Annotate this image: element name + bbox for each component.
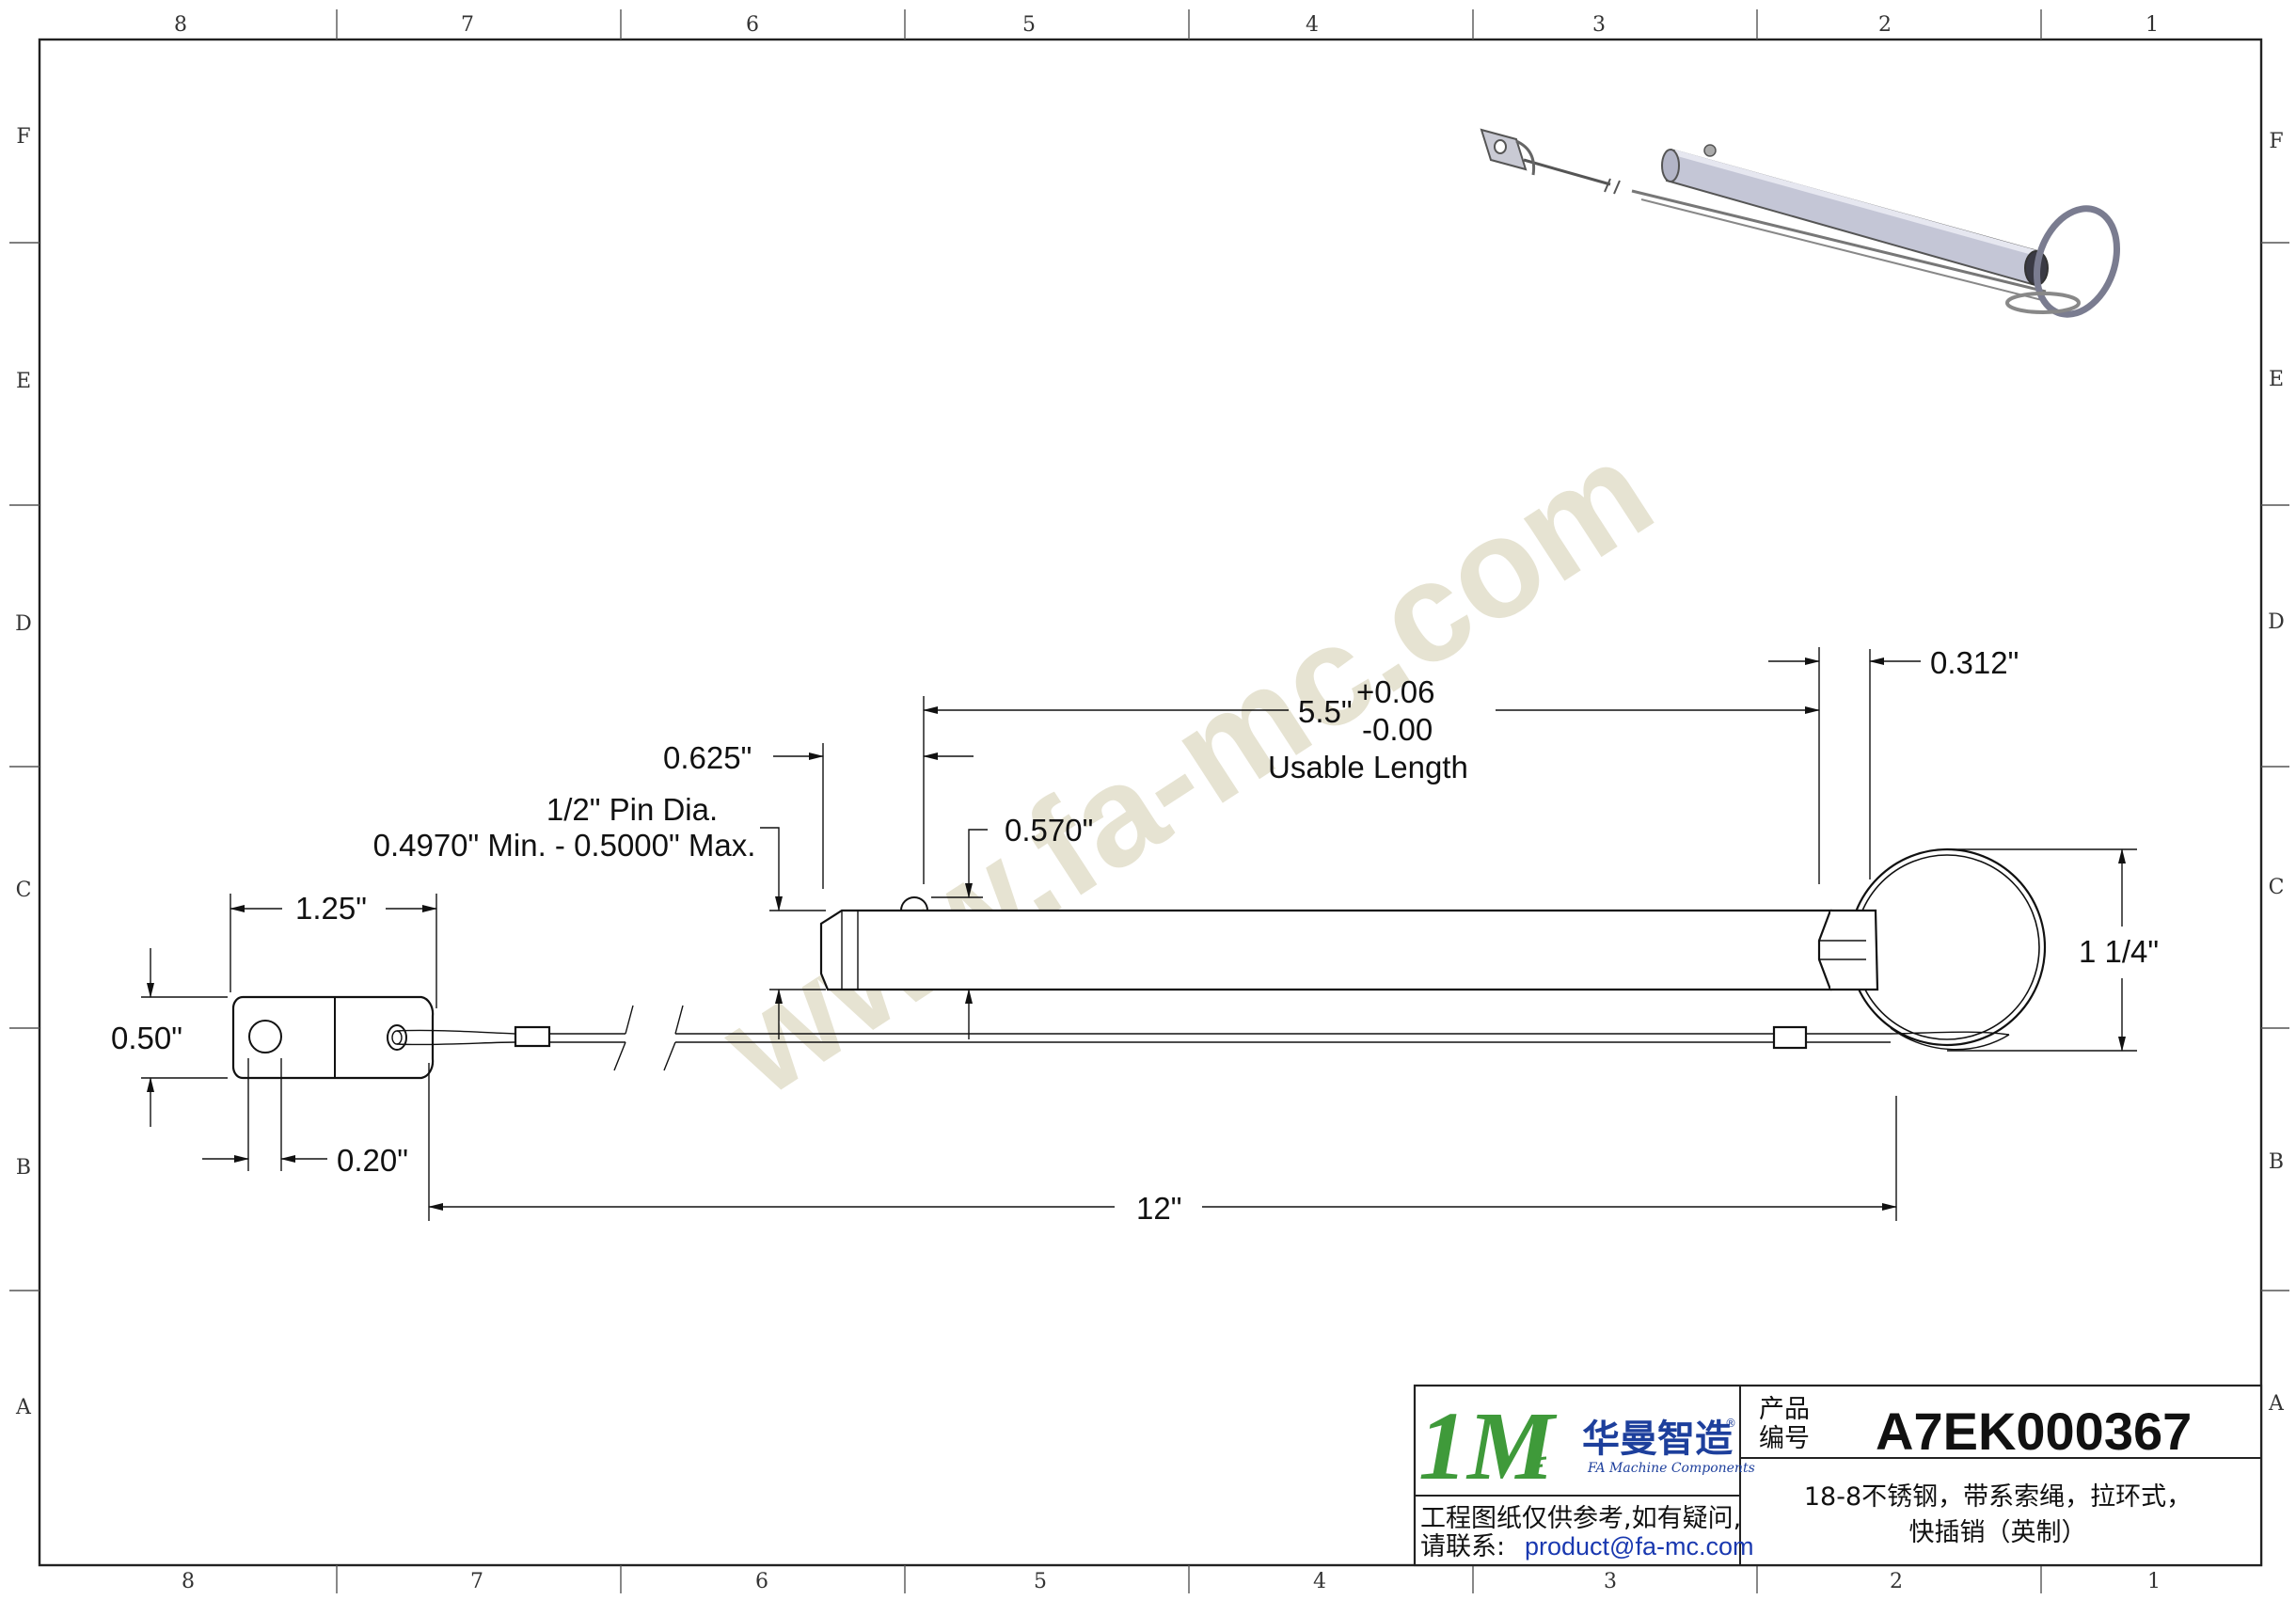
row-label-left-a: A [15,1396,32,1419]
cable-length-dimension: 12" [1136,1191,1181,1226]
col-label-bottom-2: 7 [470,1570,483,1593]
tab-height-dimension: 0.50" [111,1021,182,1055]
col-label-bottom-7: 2 [1890,1570,1903,1593]
pin-body [819,909,1832,991]
chamfer-dimension: 0.625" [663,740,752,775]
registered-mark: ® [1725,1417,1736,1430]
contact-email[interactable]: product@fa-mc.com [1525,1532,1753,1560]
wifi-icon [1526,1456,1547,1478]
hole-offset-dimension: 0.20" [337,1143,408,1178]
tab-length-dimension: 1.25" [295,891,367,926]
row-label-left-f: F [16,125,30,149]
pin-dia-label: 1/2" Pin Dia. [546,792,718,827]
row-label-left-e: E [16,370,31,393]
row-label-right-c: C [2269,876,2285,899]
row-label-left-c: C [16,879,32,902]
row-label-left-b: B [16,1156,31,1180]
front-view [231,848,2047,1080]
row-label-right-d: D [2268,610,2285,634]
usable-length-tol-plus: +0.06 [1356,674,1435,709]
usable-length-caption: Usable Length [1268,750,1468,784]
title-block: 1M 华曼智造 ® FA Machine Components 工程图纸仅供参考… [1413,1384,2263,1567]
col-label-top-7: 2 [1878,13,1892,37]
drawing-frame [38,38,2263,1567]
col-label-bottom-8: 1 [2147,1570,2161,1593]
row-label-right-b: B [2269,1150,2284,1174]
col-label-top-5: 4 [1306,13,1319,37]
row-label-left-d: D [15,612,32,636]
pin-dia-tolerance: 0.4970" Min. - 0.5000" Max. [373,828,756,863]
col-label-top-6: 3 [1592,13,1606,37]
usable-length-tol-minus: -0.00 [1362,712,1433,747]
description-line2: 快插销（英制） [1909,1518,2087,1547]
col-label-top-3: 6 [746,13,759,37]
description-line1: 18-8不锈钢，带系索绳，拉环式， [1804,1482,2192,1512]
col-label-top-2: 7 [461,13,474,37]
isometric-view [1480,128,2121,318]
ring-dia-dimension: 1 1/4" [2079,934,2159,969]
col-label-bottom-1: 8 [182,1570,195,1593]
ring-offset-dimension: 0.312" [1930,645,2019,680]
col-label-top-8: 1 [2146,13,2159,37]
disclaimer-note: 工程图纸仅供参考,如有疑问, [1420,1504,1741,1533]
part-label-line1: 产品 [1759,1395,1810,1424]
row-label-right-e: E [2269,368,2284,391]
col-label-top-4: 5 [1022,13,1036,37]
row-label-right-a: A [2268,1392,2285,1416]
brand-name-en: FA Machine Components [1587,1461,1755,1476]
col-label-bottom-6: 3 [1604,1570,1617,1593]
part-number: A7EK000367 [1876,1402,2192,1461]
part-label-line2: 编号 [1759,1424,1810,1453]
pull-ring [1847,848,2047,1047]
contact-prefix: 请联系: [1420,1532,1505,1561]
watermark: www.fa-mc.com [695,410,1678,1125]
col-label-bottom-3: 6 [755,1570,768,1593]
cable-tab [231,995,435,1080]
zone-ticks [9,9,2289,1593]
col-label-top-1: 8 [174,13,187,37]
ball-offset-dimension: 0.570" [1005,813,1093,848]
col-label-bottom-4: 5 [1034,1570,1047,1593]
row-label-right-f: F [2269,130,2283,153]
usable-length-value: 5.5" [1298,694,1353,729]
brand-name-cn: 华曼智造 [1582,1418,1733,1461]
logo-mark: 1M [1418,1392,1558,1500]
col-label-bottom-5: 4 [1313,1570,1326,1593]
